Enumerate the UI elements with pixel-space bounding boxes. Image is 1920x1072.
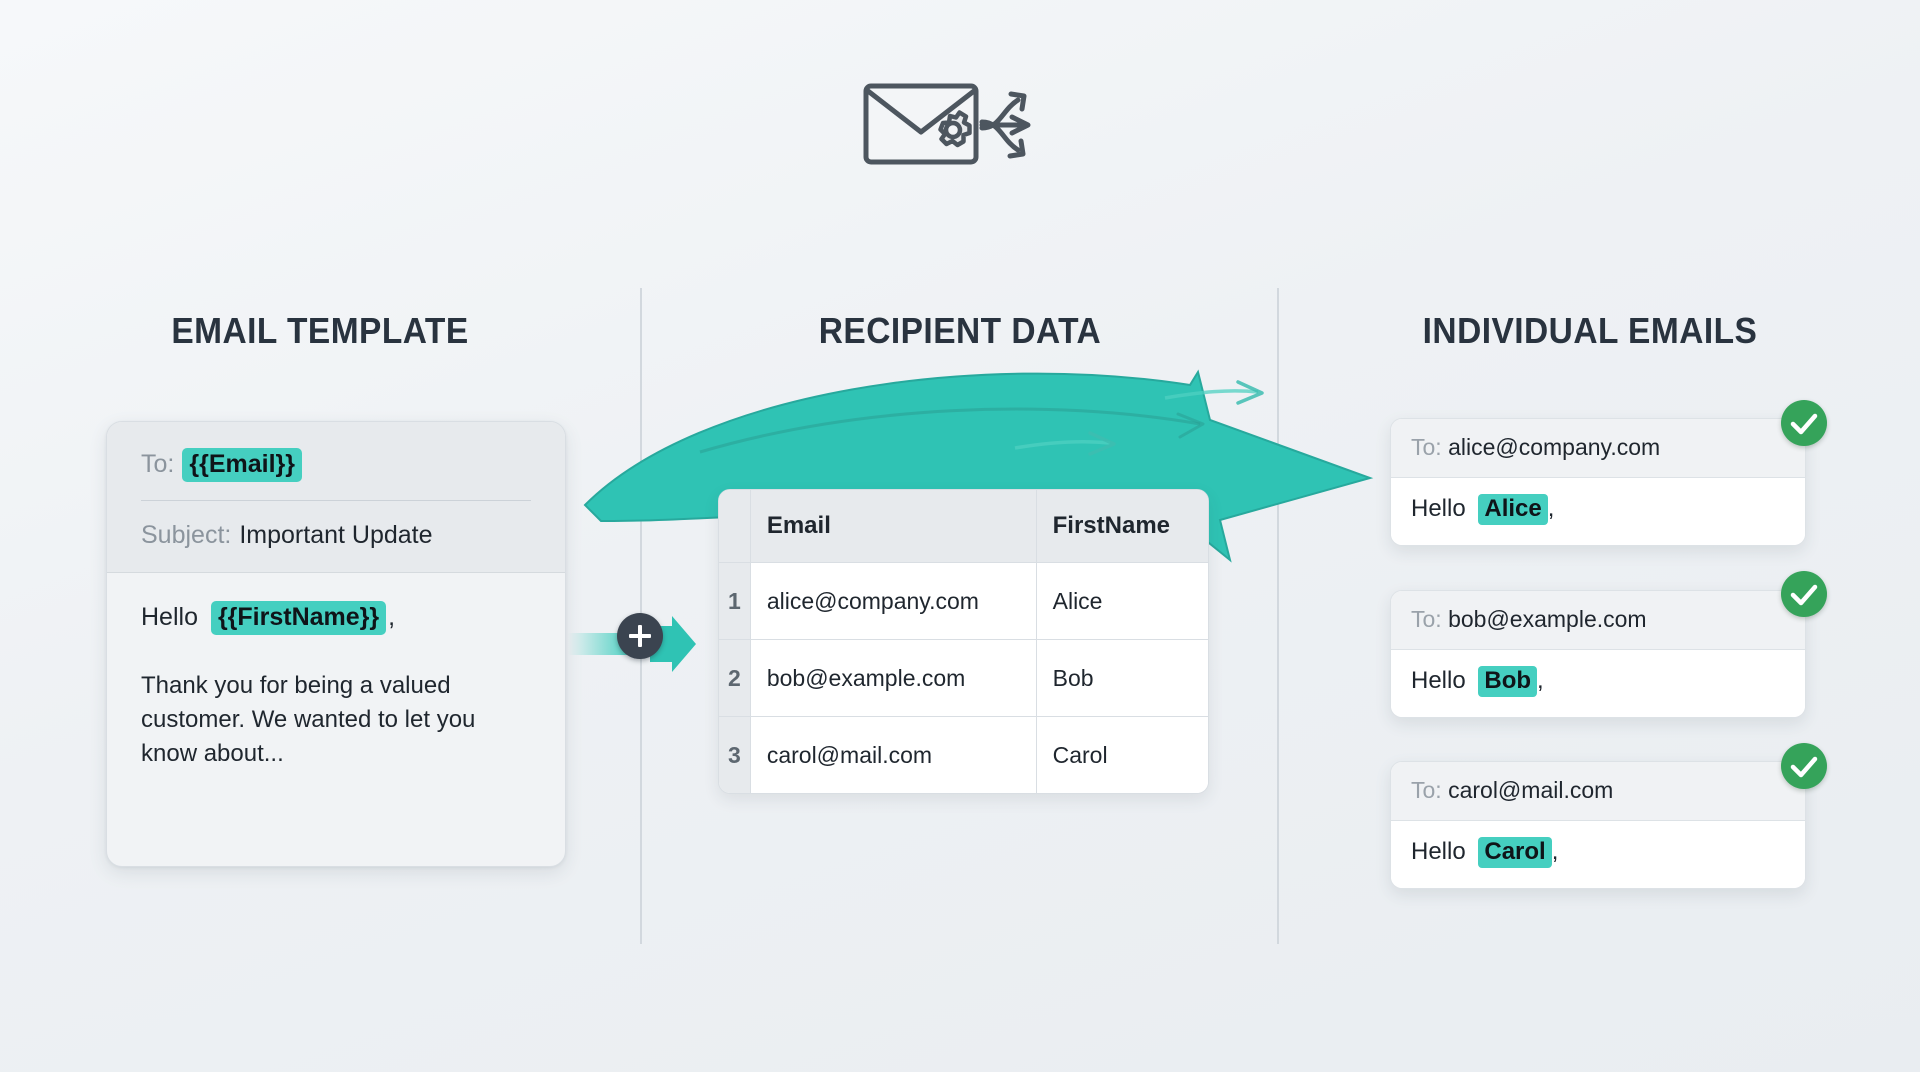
- individual-email-card[interactable]: To: alice@company.com Hello Alice,: [1390, 418, 1806, 546]
- email-card-greeting-prefix: Hello: [1411, 667, 1466, 694]
- email-card-body: Hello Bob,: [1391, 650, 1805, 717]
- template-firstname-token: {{FirstName}}: [210, 600, 387, 635]
- table-cell-index: 2: [719, 639, 751, 717]
- table-row[interactable]: 2 bob@example.com Bob: [719, 639, 1208, 717]
- table-cell-firstname: Alice: [1036, 562, 1208, 640]
- table-cell-email: carol@mail.com: [750, 716, 1037, 793]
- table-row[interactable]: 3 carol@mail.com Carol: [719, 716, 1208, 793]
- individual-email-card[interactable]: To: carol@mail.com Hello Carol,: [1390, 761, 1806, 889]
- template-body-paragraph: Thank you for being a valued customer. W…: [141, 671, 476, 767]
- email-card-to-label: To:: [1411, 434, 1442, 460]
- check-circle-icon: [1781, 400, 1827, 446]
- email-card-greeting-suffix: ,: [1537, 667, 1544, 694]
- table-header-index: [719, 490, 751, 563]
- column-title-recipient-data: RECIPIENT DATA: [818, 310, 1102, 351]
- email-card-name: Alice: [1478, 494, 1548, 525]
- email-card-to-label: To:: [1411, 777, 1442, 803]
- email-card-header: To: alice@company.com: [1391, 419, 1805, 478]
- email-template-card[interactable]: To: {{Email}} Subject: Important Update …: [106, 421, 566, 867]
- table-cell-index: 1: [719, 562, 751, 640]
- email-card-to-label: To:: [1411, 606, 1442, 632]
- email-card-body: Hello Alice,: [1391, 478, 1805, 545]
- template-header-separator: [141, 499, 531, 501]
- email-card-header: To: carol@mail.com: [1391, 762, 1805, 821]
- template-to-label: To:: [141, 450, 175, 478]
- check-circle-icon: [1781, 571, 1827, 617]
- template-to-row: To: {{Email}}: [141, 448, 531, 482]
- email-card-name: Bob: [1478, 666, 1538, 697]
- template-to-token: {{Email}}: [182, 448, 302, 482]
- template-greeting-suffix: ,: [388, 602, 396, 631]
- email-card-to-value: carol@mail.com: [1448, 777, 1614, 803]
- table-header-row: Email FirstName: [719, 490, 1208, 563]
- table-header-email: Email: [750, 490, 1037, 563]
- template-subject-value: Important Update: [239, 520, 433, 549]
- email-card-to-value: alice@company.com: [1448, 434, 1661, 460]
- email-card-greeting-suffix: ,: [1551, 838, 1559, 865]
- table-cell-email: bob@example.com: [750, 639, 1037, 717]
- email-template-body: Hello {{FirstName}}, Thank you for being…: [107, 572, 565, 801]
- email-card-header: To: bob@example.com: [1391, 591, 1805, 650]
- merge-plus-icon[interactable]: [617, 613, 663, 659]
- table-cell-firstname: Carol: [1036, 716, 1208, 793]
- individual-email-card[interactable]: To: bob@example.com Hello Bob,: [1390, 590, 1806, 718]
- email-template-header: To: {{Email}} Subject: Important Update: [107, 422, 565, 573]
- table-row[interactable]: 1 alice@company.com Alice: [719, 562, 1208, 640]
- table-cell-firstname: Bob: [1036, 639, 1208, 717]
- column-title-email-template: EMAIL TEMPLATE: [171, 310, 469, 351]
- template-greeting-prefix: Hello: [141, 602, 198, 631]
- table-cell-index: 3: [719, 716, 751, 793]
- table-cell-email: alice@company.com: [750, 562, 1037, 640]
- email-card-greeting-prefix: Hello: [1411, 495, 1466, 522]
- email-card-to-value: bob@example.com: [1448, 606, 1647, 632]
- template-greeting-row: Hello {{FirstName}},: [141, 600, 531, 635]
- divider-right: [1277, 288, 1279, 944]
- recipient-data-table[interactable]: Email FirstName 1 alice@company.com Alic…: [718, 489, 1209, 794]
- table-header-firstname: FirstName: [1036, 490, 1208, 563]
- email-card-greeting-prefix: Hello: [1411, 838, 1466, 865]
- template-subject-label: Subject:: [141, 520, 232, 549]
- template-subject-row: Subject: Important Update: [141, 521, 531, 550]
- email-card-body: Hello Carol,: [1391, 821, 1805, 888]
- email-card-greeting-suffix: ,: [1547, 495, 1555, 522]
- email-card-name: Carol: [1478, 837, 1552, 868]
- check-circle-icon: [1781, 743, 1827, 789]
- column-title-individual-emails: INDIVIDUAL EMAILS: [1422, 310, 1758, 351]
- envelope-gear-arrows-icon: [852, 70, 1052, 180]
